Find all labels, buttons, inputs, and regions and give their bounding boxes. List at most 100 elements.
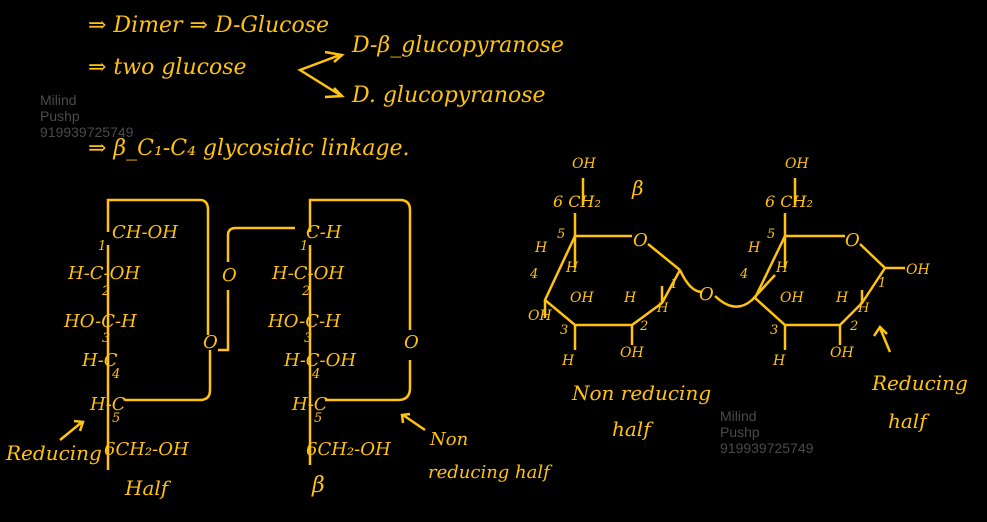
fl-r3: HO-C-H: [63, 311, 137, 332]
hl-oh-c3: OH: [570, 290, 594, 306]
ring-bond-bottom: [325, 360, 412, 402]
watermark-name1: Milind: [720, 408, 757, 424]
ring-bond-bottom: [125, 350, 212, 402]
hr-h-c1: H: [857, 301, 870, 316]
fl-n3: 3: [102, 331, 110, 346]
fr-n3: 3: [304, 331, 312, 346]
ring-bridge: O: [699, 274, 776, 308]
hr-c5: 5: [767, 227, 775, 242]
header-notes: ⇒ Dimer ⇒ D-Glucose ⇒ two glucose D-β_gl…: [88, 13, 564, 161]
note-linkage: ⇒ β_C₁-C₄ glycosidic linkage.: [88, 136, 410, 161]
hl-label-non-reducing: Non reducing: [571, 381, 711, 405]
fl-n1: 1: [98, 239, 106, 254]
watermark-phone: 919939725749: [40, 124, 134, 140]
ring-substituents: [783, 236, 864, 350]
branch-arrows: [297, 50, 345, 99]
ring-o-left: O: [203, 332, 218, 353]
haworth-right: OH 6 CH₂ O 5 4 1 2 3 H H OH H H H OH OH …: [739, 156, 968, 433]
fr-r5: H-C: [291, 394, 328, 415]
haworth-left: OH 6 CH₂ β O 5 4 1 2 3 H H OH OH H H H O…: [528, 156, 711, 441]
hl-h-c1: H: [656, 301, 669, 316]
hl-c4: 4: [529, 267, 538, 282]
hr-c3: 3: [770, 323, 778, 338]
watermark-left: Milind Pushp 919939725749: [40, 92, 133, 140]
hr-h5: H: [747, 240, 761, 256]
hl-oh-c2: OH: [620, 345, 644, 361]
watermark-name2: Pushp: [720, 424, 760, 440]
fl-r6: 6CH₂-OH: [104, 439, 189, 460]
bridge-o-left: O: [222, 265, 237, 286]
hl-c2: 2: [639, 319, 648, 334]
fl-label-reducing: Reducing: [5, 441, 102, 465]
fl-r2: H-C-OH: [67, 263, 140, 284]
fl-n5: 5: [112, 411, 120, 426]
hl-beta: β: [631, 176, 644, 200]
hr-ch2: 6 CH₂: [765, 192, 813, 211]
hl-c1: 1: [670, 277, 678, 292]
hr-oh-c1: OH: [906, 262, 930, 278]
hr-oh-c2: OH: [830, 345, 854, 361]
fr-r1: C-H: [306, 222, 342, 243]
hl-h5: H: [534, 240, 548, 256]
ring-o-right: O: [404, 332, 419, 353]
fr-r2: H-C-OH: [271, 263, 344, 284]
hl-ch2: 6 CH₂: [553, 192, 601, 211]
hl-c3: 3: [560, 323, 568, 338]
bridge-left-down: [218, 290, 230, 352]
fl-n4: 4: [111, 367, 120, 382]
ring-bottom: [753, 235, 887, 327]
fr-n2: 2: [301, 284, 310, 299]
bridge-to-c4: [714, 274, 776, 308]
fr-n5: 5: [314, 411, 322, 426]
fr-r4: H-C-OH: [283, 350, 356, 371]
note-glucopyranose: D. glucopyranose: [351, 83, 546, 108]
watermark-name2: Pushp: [40, 108, 80, 124]
hl-h-c2: H: [623, 290, 637, 306]
fl-label-half: Half: [124, 476, 172, 500]
hl-label-half: half: [612, 417, 654, 441]
non-reducing-arrow: [400, 412, 426, 432]
reducing-arrow: [872, 325, 892, 353]
hr-h-c4: H: [775, 260, 789, 276]
fr-r3: HO-C-H: [267, 311, 341, 332]
fr-label-reducing-half: reducing half: [428, 462, 553, 483]
hr-label-reducing: Reducing: [871, 371, 968, 395]
hl-c5: 5: [557, 227, 565, 242]
note-two-glucose: ⇒ two glucose: [88, 55, 247, 80]
ring-o-c1: [647, 243, 681, 271]
bridge-o-mid: O: [699, 284, 714, 305]
hl-h-c4: H: [565, 260, 579, 276]
fl-n2: 2: [101, 284, 110, 299]
fr-n4: 4: [311, 367, 320, 382]
hr-label-half: half: [888, 409, 930, 433]
fl-r1: CH-OH: [112, 222, 178, 243]
bridge-top: [226, 226, 295, 262]
fischer-left: CH-OH H-C-OH HO-C-H H-C H-C 6CH₂-OH 1 2 …: [5, 198, 212, 500]
fl-r4: H-C: [81, 350, 118, 371]
hr-ch2-oh: OH: [785, 156, 809, 172]
reducing-arrow: [59, 419, 85, 441]
hr-h-c3: H: [772, 353, 786, 369]
hl-ring-o: O: [633, 230, 648, 251]
watermark-phone: 919939725749: [720, 440, 814, 456]
hr-c1: 1: [878, 276, 886, 291]
fr-r6: 6CH₂-OH: [306, 439, 391, 460]
ring-bottom: [543, 235, 682, 327]
fr-label-non: Non: [429, 429, 468, 450]
hr-c4: 4: [739, 267, 748, 282]
hl-ch2-oh: OH: [572, 156, 596, 172]
hl-h-c3: H: [561, 353, 575, 369]
ring-o-c1: [859, 243, 886, 269]
ring-bond-top: [106, 198, 210, 335]
ring-bond-top: [308, 198, 412, 330]
fl-r5: H-C: [89, 394, 126, 415]
c1-glycosidic-bond: [678, 269, 703, 294]
hl-oh-c4: OH: [528, 308, 552, 324]
fischer-right: C-H H-C-OH HO-C-H H-C-OH H-C 6CH₂-OH 1 2…: [267, 198, 553, 498]
note-beta-glucopyranose: D-β_glucopyranose: [351, 33, 564, 58]
watermark-name1: Milind: [40, 92, 77, 108]
hr-ring-o: O: [845, 230, 860, 251]
glycosidic-bridge: O O O: [203, 226, 419, 353]
